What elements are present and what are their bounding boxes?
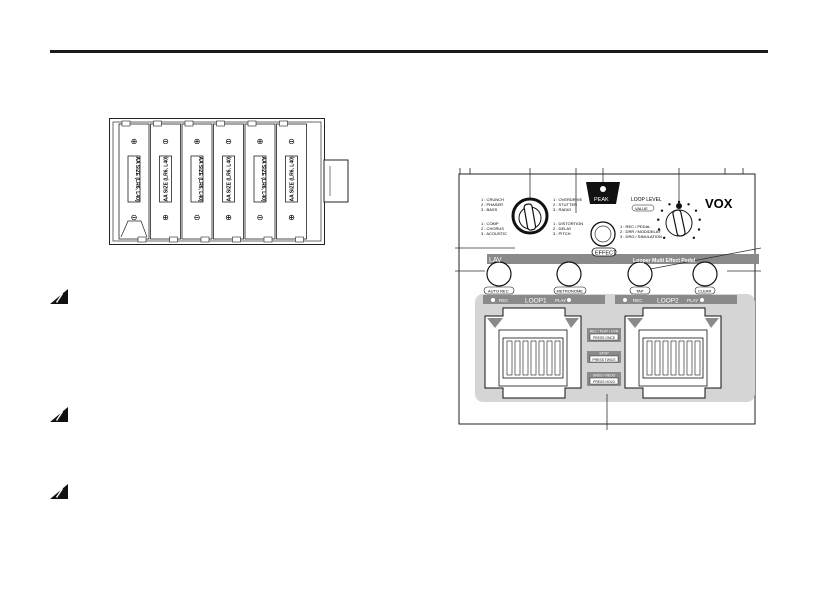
header-rule <box>50 50 768 53</box>
auto-rec-label: AUTO REC <box>488 289 509 294</box>
battery-slot: AA SIZE (LR6, L40) ⊕ ⊖ <box>244 120 276 243</box>
metronome-button[interactable] <box>556 261 582 287</box>
panel-function-title: REC / PLAY / OVR <box>590 330 619 334</box>
loop2-name: LOOP2 <box>657 298 679 305</box>
knob2-upper-legend: 2 : STUTTER <box>553 202 577 207</box>
knob1-lower-legend: 2 : CHORUS <box>481 226 504 231</box>
minus-terminal-icon: ⊖ <box>162 137 169 146</box>
battery-slot: AA SIZE (LR6, L40) ⊕ ⊖ <box>118 120 150 243</box>
tap-button[interactable] <box>627 261 653 287</box>
minus-terminal-icon: ⊖ <box>225 137 232 146</box>
tap-label: TAP <box>636 289 644 294</box>
battery-size-label: AA SIZE (LR6, L40) <box>260 156 266 201</box>
brand-logo: VOX <box>705 196 733 211</box>
knob2-lower-legend: 2 : DELAY <box>553 226 572 231</box>
clear-label: CLEAR <box>698 289 711 294</box>
battery-size-label: AA SIZE (LR6, L40) <box>134 156 140 201</box>
battery-size-label: AA SIZE (LR6, L40) <box>197 156 203 201</box>
battery-slot: AA SIZE (LR6, L40) ⊖ ⊕ <box>276 120 307 243</box>
knob1-upper-legend: 3 : BASS <box>481 207 498 212</box>
battery-compartment-figure: AA SIZE (LR6, L40) ⊕ ⊖ AA SIZE (LR6, L40) ⊖ ⊕… <box>109 118 349 245</box>
minus-terminal-icon: ⊖ <box>257 213 264 222</box>
peak-label: PEAK <box>594 197 609 203</box>
plus-terminal-icon: ⊕ <box>225 213 232 222</box>
plus-terminal-icon: ⊕ <box>288 213 295 222</box>
panel-function-title: UNDO / REDO <box>593 374 616 378</box>
battery-slot: AA SIZE (LR6, L40) ⊖ ⊕ <box>150 120 181 243</box>
model-badge: LAV <box>489 257 502 264</box>
knob2-lower-legend: 3 : PITCH <box>553 231 571 236</box>
knob2-upper-legend: 3 : RADIO <box>553 207 571 212</box>
knob1-lower-legend: 3 : ACOUSTIC <box>481 231 507 236</box>
battery-slot: AA SIZE (LR6, L40) ⊕ ⊖ <box>181 120 213 243</box>
loop1-footswitch[interactable] <box>484 307 582 399</box>
effect-button[interactable] <box>590 221 616 247</box>
panel-function-action: PRESS HOLD <box>593 380 615 384</box>
clear-button[interactable] <box>692 261 718 287</box>
plus-terminal-icon: ⊕ <box>162 213 169 222</box>
knob1-upper-legend: 1 : CRUNCH <box>481 197 504 202</box>
valus-label: VALUE <box>635 206 648 211</box>
caution-icon <box>50 289 68 304</box>
caution-icon <box>50 407 68 422</box>
knob2-upper-legend: 1 : OVERDRIVE <box>553 197 582 202</box>
auto-rec-button[interactable] <box>486 261 512 287</box>
loop-level-label: LOOP LEVEL <box>631 197 662 203</box>
minus-terminal-icon: ⊖ <box>194 213 201 222</box>
minus-terminal-icon: ⊖ <box>131 213 138 222</box>
battery-size-label: AA SIZE (LR6, L40) <box>163 156 169 201</box>
effect-mode-legend: 2 : DRR / MOD/DELAY <box>620 229 661 234</box>
caution-icon <box>50 484 68 499</box>
knob2-lower-legend: 1 : DISTORTION <box>553 221 583 226</box>
panel-function-title: STOP <box>599 352 609 356</box>
pedal-top-view-figure: VOX LOOP LEVEL VALUE PEAK EFFECT LAV Loo… <box>455 168 761 430</box>
loop1-rec-label: REC <box>499 298 509 303</box>
knob1-lower-legend: 1 : COMP <box>481 221 499 226</box>
loop2-rec-label: REC <box>633 298 643 303</box>
battery-size-label: AA SIZE (LR6, L40) <box>226 156 232 201</box>
effect-knob-1[interactable] <box>511 197 549 235</box>
battery-slot: AA SIZE (LR6, L40) ⊖ ⊕ <box>213 120 244 243</box>
effect-label: EFFECT <box>595 250 617 256</box>
panel-function-action: PRESS TWICE <box>592 358 616 362</box>
battery-size-label: AA SIZE (LR6, L40) <box>289 156 295 201</box>
metronome-label: METRONOME <box>557 289 584 294</box>
pedal-subtitle: Looper Multi Effect Pedal <box>633 258 696 264</box>
loop2-play-label: PLAY <box>687 298 698 303</box>
effect-mode-legend: 1 : REC / PEDAL <box>620 224 651 229</box>
knob1-upper-legend: 2 : PHASER <box>481 202 503 207</box>
effect-mode-legend: 3 : DRG / SIMULATION <box>620 234 662 239</box>
plus-terminal-icon: ⊕ <box>194 137 201 146</box>
peak-led-icon <box>600 186 606 192</box>
plus-terminal-icon: ⊕ <box>257 137 264 146</box>
plus-terminal-icon: ⊕ <box>131 137 138 146</box>
loop1-play-label: PLAY <box>555 298 566 303</box>
minus-terminal-icon: ⊖ <box>288 137 295 146</box>
panel-function-action: PRESS ONCE <box>593 336 616 340</box>
loop1-name: LOOP1 <box>525 298 547 305</box>
loop-level-knob[interactable] <box>665 203 693 237</box>
loop2-footswitch[interactable] <box>624 307 722 399</box>
peak-indicator-panel <box>586 182 620 204</box>
